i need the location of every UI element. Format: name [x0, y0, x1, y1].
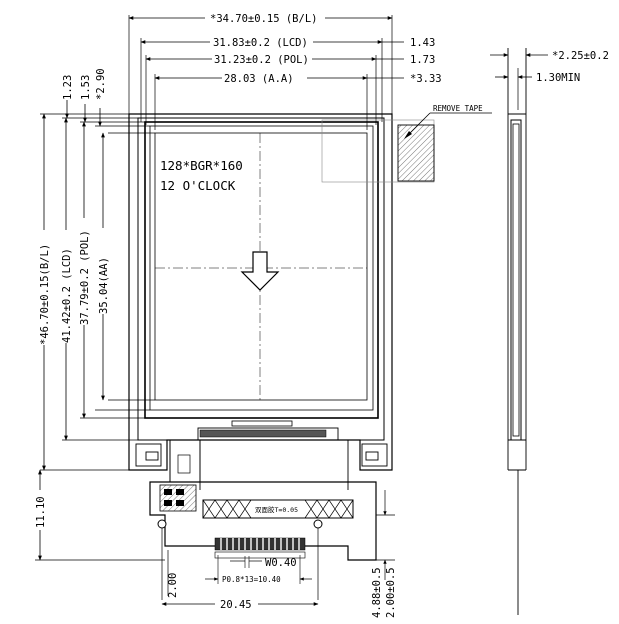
bottom-dimensions: W0.40 P0.8*13=10.40 2.00 20.45 4.88±0.5 …	[161, 490, 397, 618]
dim-bl-height: *46.70±0.15(B/L)	[39, 244, 51, 345]
side-view: *2.25±0.2 1.30MIN	[490, 48, 609, 615]
dim-bottom-offset: 2.00	[167, 573, 179, 598]
dim-pol-width: 31.23±0.2 (POL)	[214, 54, 309, 66]
dim-bl-width: *34.70±0.15 (B/L)	[210, 13, 317, 25]
dim-lcd-offset: 1.43	[410, 37, 435, 49]
remove-tape-label: REMOVE TAPE	[433, 104, 483, 113]
dim-aa-offset: *3.33	[410, 73, 442, 85]
fpc-pads	[214, 537, 306, 559]
orientation-label: 12 O'CLOCK	[160, 178, 236, 193]
dim-fpc-height: 11.10	[35, 496, 47, 528]
dim-right-offset-1: 4.88±0.5	[371, 567, 383, 618]
dim-lcd-width: 31.83±0.2 (LCD)	[213, 37, 308, 49]
dim-pitch: P0.8*13=10.40	[222, 575, 281, 584]
dim-right-offset-2: 2.00±0.5	[385, 567, 397, 618]
dim-lcd-height: 41.42±0.2 (LCD)	[61, 248, 73, 343]
tape-label: 双面胶T=0.05	[255, 505, 298, 514]
dim-aa-height: 35.04(AA)	[98, 257, 110, 314]
dim-pol-height: 37.79±0.2 (POL)	[79, 230, 91, 325]
dim-pol-offset: 1.73	[410, 54, 435, 66]
dim-offset-3: *2.90	[95, 68, 107, 100]
dim-aa-width: 28.03 (A.A)	[224, 73, 294, 85]
dim-offset-2: 1.53	[80, 75, 92, 100]
resolution-label: 128*BGR*160	[160, 158, 243, 173]
top-dimensions: *34.70±0.15 (B/L) 31.83±0.2 (LCD) 1.43 3…	[128, 13, 442, 470]
remove-tape: REMOVE TAPE	[321, 104, 492, 183]
dim-thickness-min: 1.30MIN	[536, 72, 580, 84]
dim-offset-1: 1.23	[62, 75, 74, 100]
fpc-tail: 双面胶T=0.05	[149, 440, 377, 600]
dim-fpc-width: 20.45	[220, 599, 252, 611]
lcd-module-front-view: 128*BGR*160 12 O'CLOCK	[128, 113, 393, 471]
dim-pad-width: W0.40	[265, 557, 297, 569]
left-dimensions: 1.23 1.53 *2.90 *46.70±0.15(B/L) 41.42±0…	[35, 68, 165, 561]
dim-thickness-total: *2.25±0.2	[552, 50, 609, 62]
